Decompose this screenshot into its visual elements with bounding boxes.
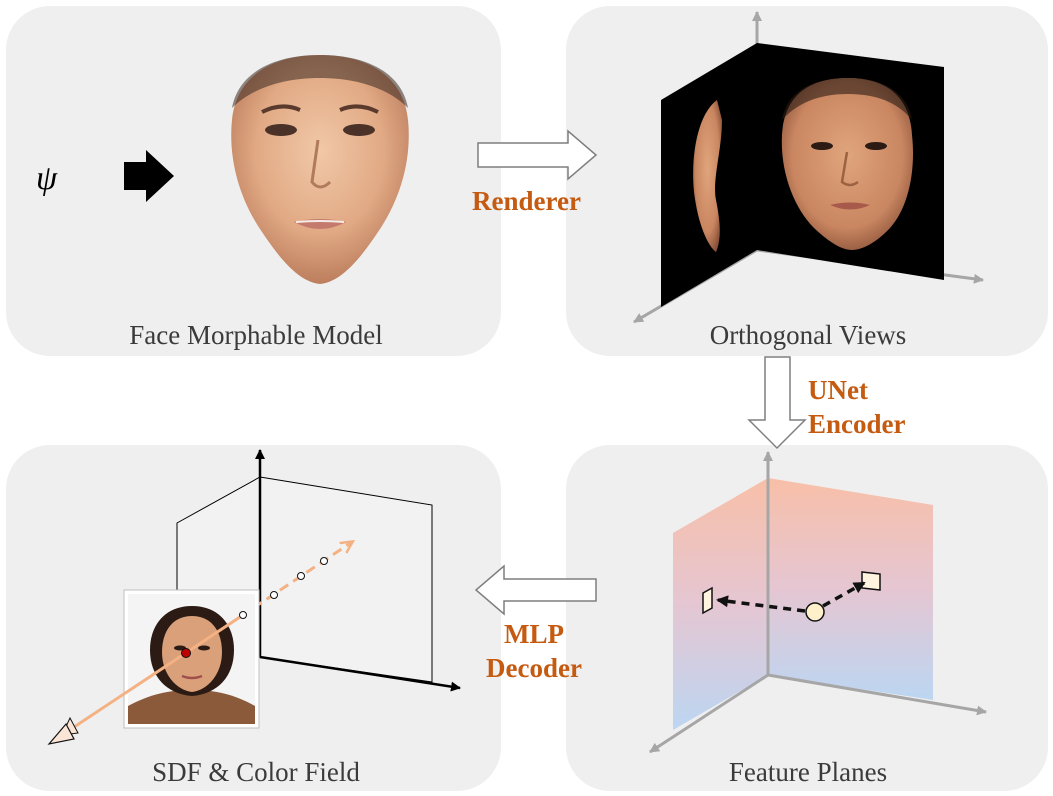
step-label-mlp-decoder: MLP Decoder [486,617,582,685]
face-mesh-front [231,55,409,284]
hollow-arrow-down-icon [747,356,807,450]
feature-plane-left [673,478,768,730]
hollow-arrow-left-icon [474,564,597,616]
hollow-arrow-right-icon [477,129,598,181]
front-view-plane [757,43,944,280]
solid-arrow-right-icon [124,150,174,202]
feature-sampling [702,571,881,622]
sdf-axes [255,449,461,692]
feature-axes [649,451,987,754]
step-label-mlp-line2: Decoder [486,653,582,683]
step-label-renderer: Renderer [472,186,581,216]
caption-face-morphable-model: Face Morphable Model [129,320,383,350]
step-label-unet-line2: Encoder [808,409,906,439]
portrait-image [123,589,260,729]
caption-feature-planes: Feature Planes [728,757,888,787]
latent-code-symbol: ψ [36,160,58,197]
step-label-unet-line1: UNet [808,375,868,405]
ray-sample-points [181,557,328,658]
side-view-plane [661,43,757,307]
caption-sdf-color-field: SDF & Color Field [152,757,360,787]
caption-orthogonal-views: Orthogonal Views [709,320,907,350]
step-label-unet-encoder: UNet Encoder [808,373,906,441]
step-label-mlp-line1: MLP [503,619,564,649]
ray-front-segment [47,615,241,745]
